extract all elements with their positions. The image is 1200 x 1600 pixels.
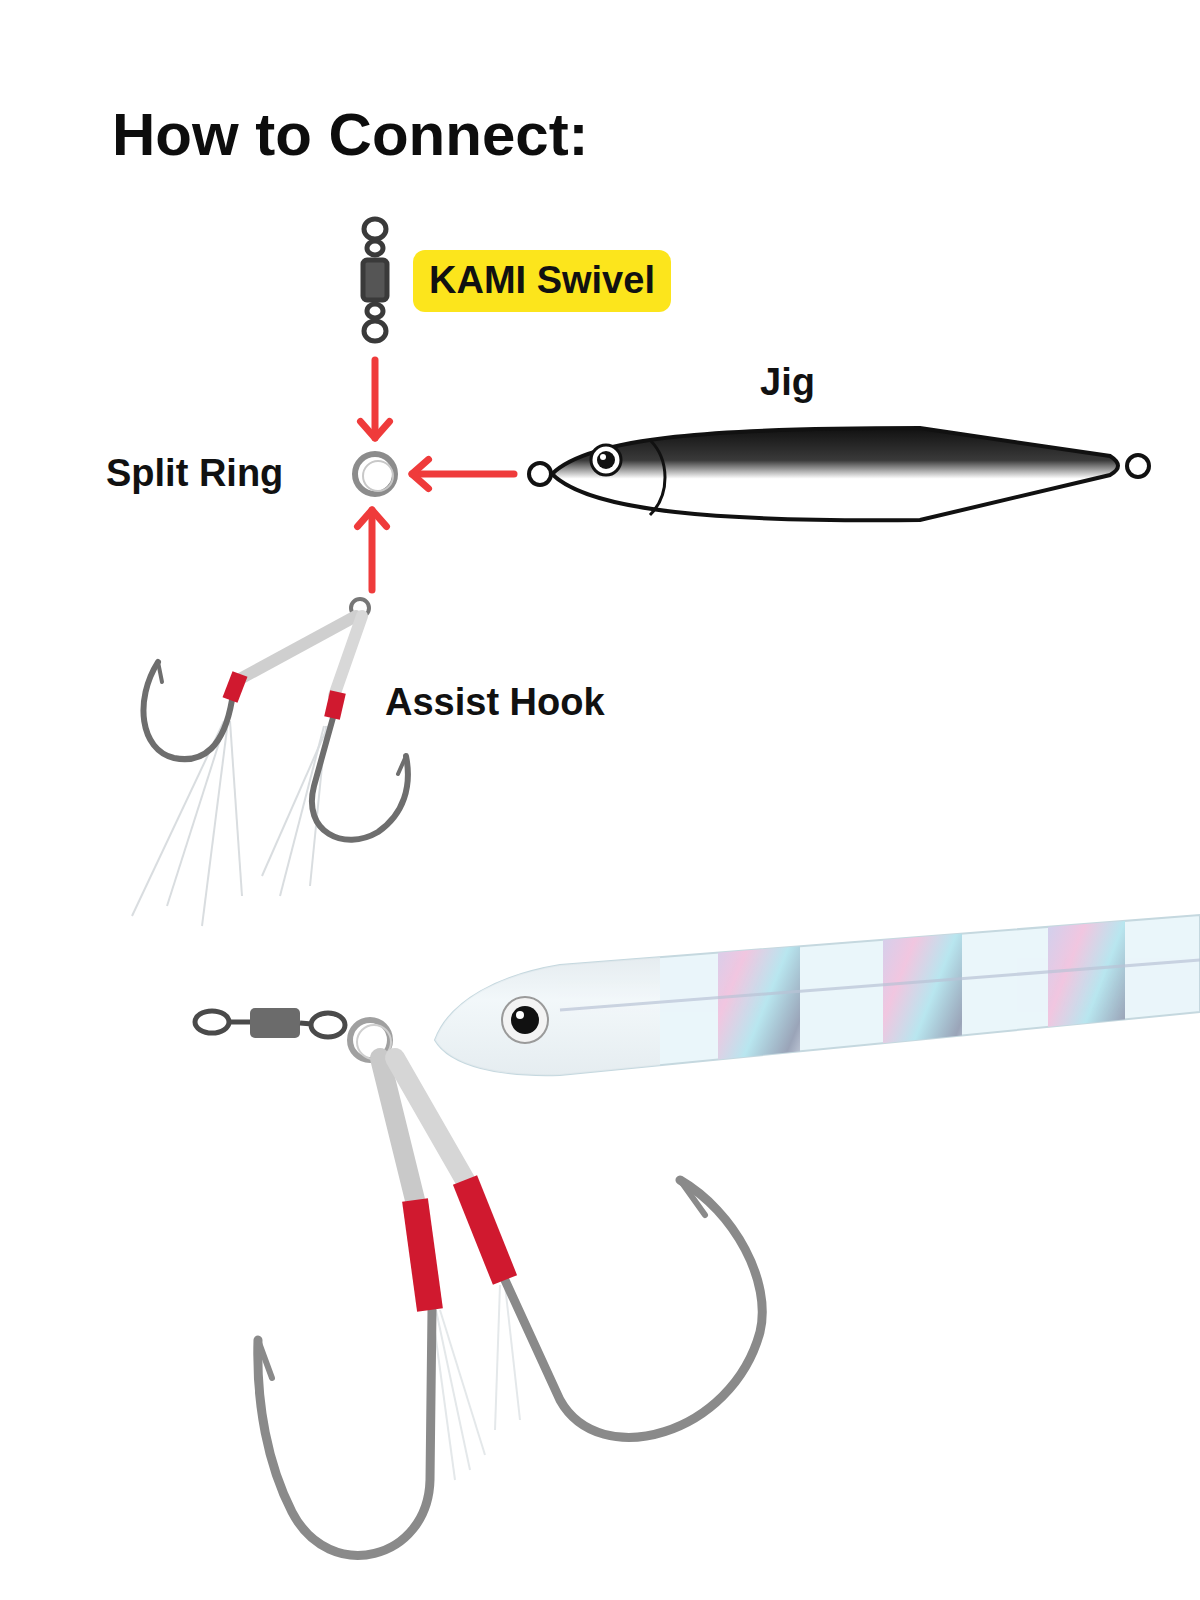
part-label: Jig: [760, 360, 815, 406]
assist-hook-drawing: [230, 674, 240, 700]
connector-arrow: [357, 510, 386, 590]
assist-hook-drawing: [312, 714, 408, 840]
photo-jig: [511, 1006, 539, 1034]
assist-hook-drawing: [143, 662, 232, 759]
swivel-symbol: [367, 304, 383, 318]
highlight-label: KAMI Swivel: [413, 250, 671, 312]
photo-jig: [883, 900, 962, 1100]
photo-tinsel: [432, 1285, 520, 1480]
photo-assist-hook: [680, 1180, 705, 1215]
photo-jig: [718, 900, 800, 1100]
jig-drawing: [529, 428, 1149, 520]
photo-swivel: [195, 1008, 345, 1038]
jig-drawing: [600, 454, 606, 460]
title: How to Connect:: [112, 100, 589, 169]
photo-assist-hook: [505, 1180, 762, 1437]
photo-assist-hook: [395, 1058, 465, 1180]
photo-tinsel: [495, 1285, 500, 1430]
assist-hook-drawing: [158, 662, 162, 682]
photo-jig: [430, 900, 1200, 1100]
swivel-symbol: [363, 260, 387, 300]
part-label: Split Ring: [106, 451, 283, 497]
photo-swivel: [229, 1020, 252, 1025]
jig-illustration: [520, 360, 1155, 530]
photo-swivel: [250, 1008, 300, 1038]
assist-hook-drawing: [334, 616, 362, 696]
photo-assist-hook: [258, 1340, 272, 1378]
jig-drawing: [650, 440, 665, 515]
arrow-head: [360, 421, 389, 438]
photo-assist-hook: [465, 1180, 505, 1280]
assist-hook-drawing: [132, 599, 408, 926]
jig-drawing: [1127, 455, 1149, 477]
swivel-symbol: [367, 241, 383, 255]
assist-hook-drawing: [230, 721, 242, 896]
arrow-shaft: [369, 510, 376, 590]
arrow-head: [357, 510, 386, 527]
photo-jig: [430, 900, 1200, 1100]
split-ring-symbol: [355, 454, 395, 494]
jig-drawing: [597, 451, 615, 469]
split-ring-symbol: [355, 454, 395, 494]
arrow-shaft: [412, 471, 514, 478]
photo-swivel: [195, 1011, 229, 1033]
swivel-symbol: [363, 219, 387, 341]
swivel-symbol: [364, 219, 386, 239]
photo-assist-hook: [258, 1058, 762, 1555]
photo-swivel: [311, 1013, 345, 1037]
split-ring-part: Split Ring: [106, 444, 406, 504]
photo-tinsel: [440, 1310, 485, 1455]
jig-drawing: [529, 463, 551, 485]
assist-hook-drawing: [332, 692, 338, 718]
jig-drawing: [591, 445, 621, 475]
hook-illustration: [112, 596, 672, 941]
photo-jig: [560, 960, 1200, 1010]
arrow-head: [412, 459, 429, 488]
photo-assist-hook: [258, 1310, 432, 1555]
photo-jig: [502, 997, 548, 1043]
arrow-shaft: [372, 360, 379, 438]
jig-drawing: [552, 428, 1118, 520]
photo-assist-hook: [415, 1200, 430, 1310]
split-ring-symbol: [363, 461, 393, 491]
jig-part: Jig: [520, 360, 1155, 530]
assist-hook-drawing: [398, 756, 406, 774]
swivel-part: KAMI Swivel: [350, 214, 730, 354]
connector-arrow: [412, 459, 514, 488]
part-label: Assist Hook: [385, 680, 605, 726]
connector-arrow: [360, 360, 389, 438]
assist-hook-drawing: [262, 726, 328, 876]
swivel-symbol: [364, 321, 386, 341]
photo-jig: [516, 1011, 524, 1019]
assist-hook-part: Assist Hook: [112, 596, 672, 941]
photo-jig: [430, 900, 660, 1100]
photo-jig: [1048, 900, 1125, 1100]
